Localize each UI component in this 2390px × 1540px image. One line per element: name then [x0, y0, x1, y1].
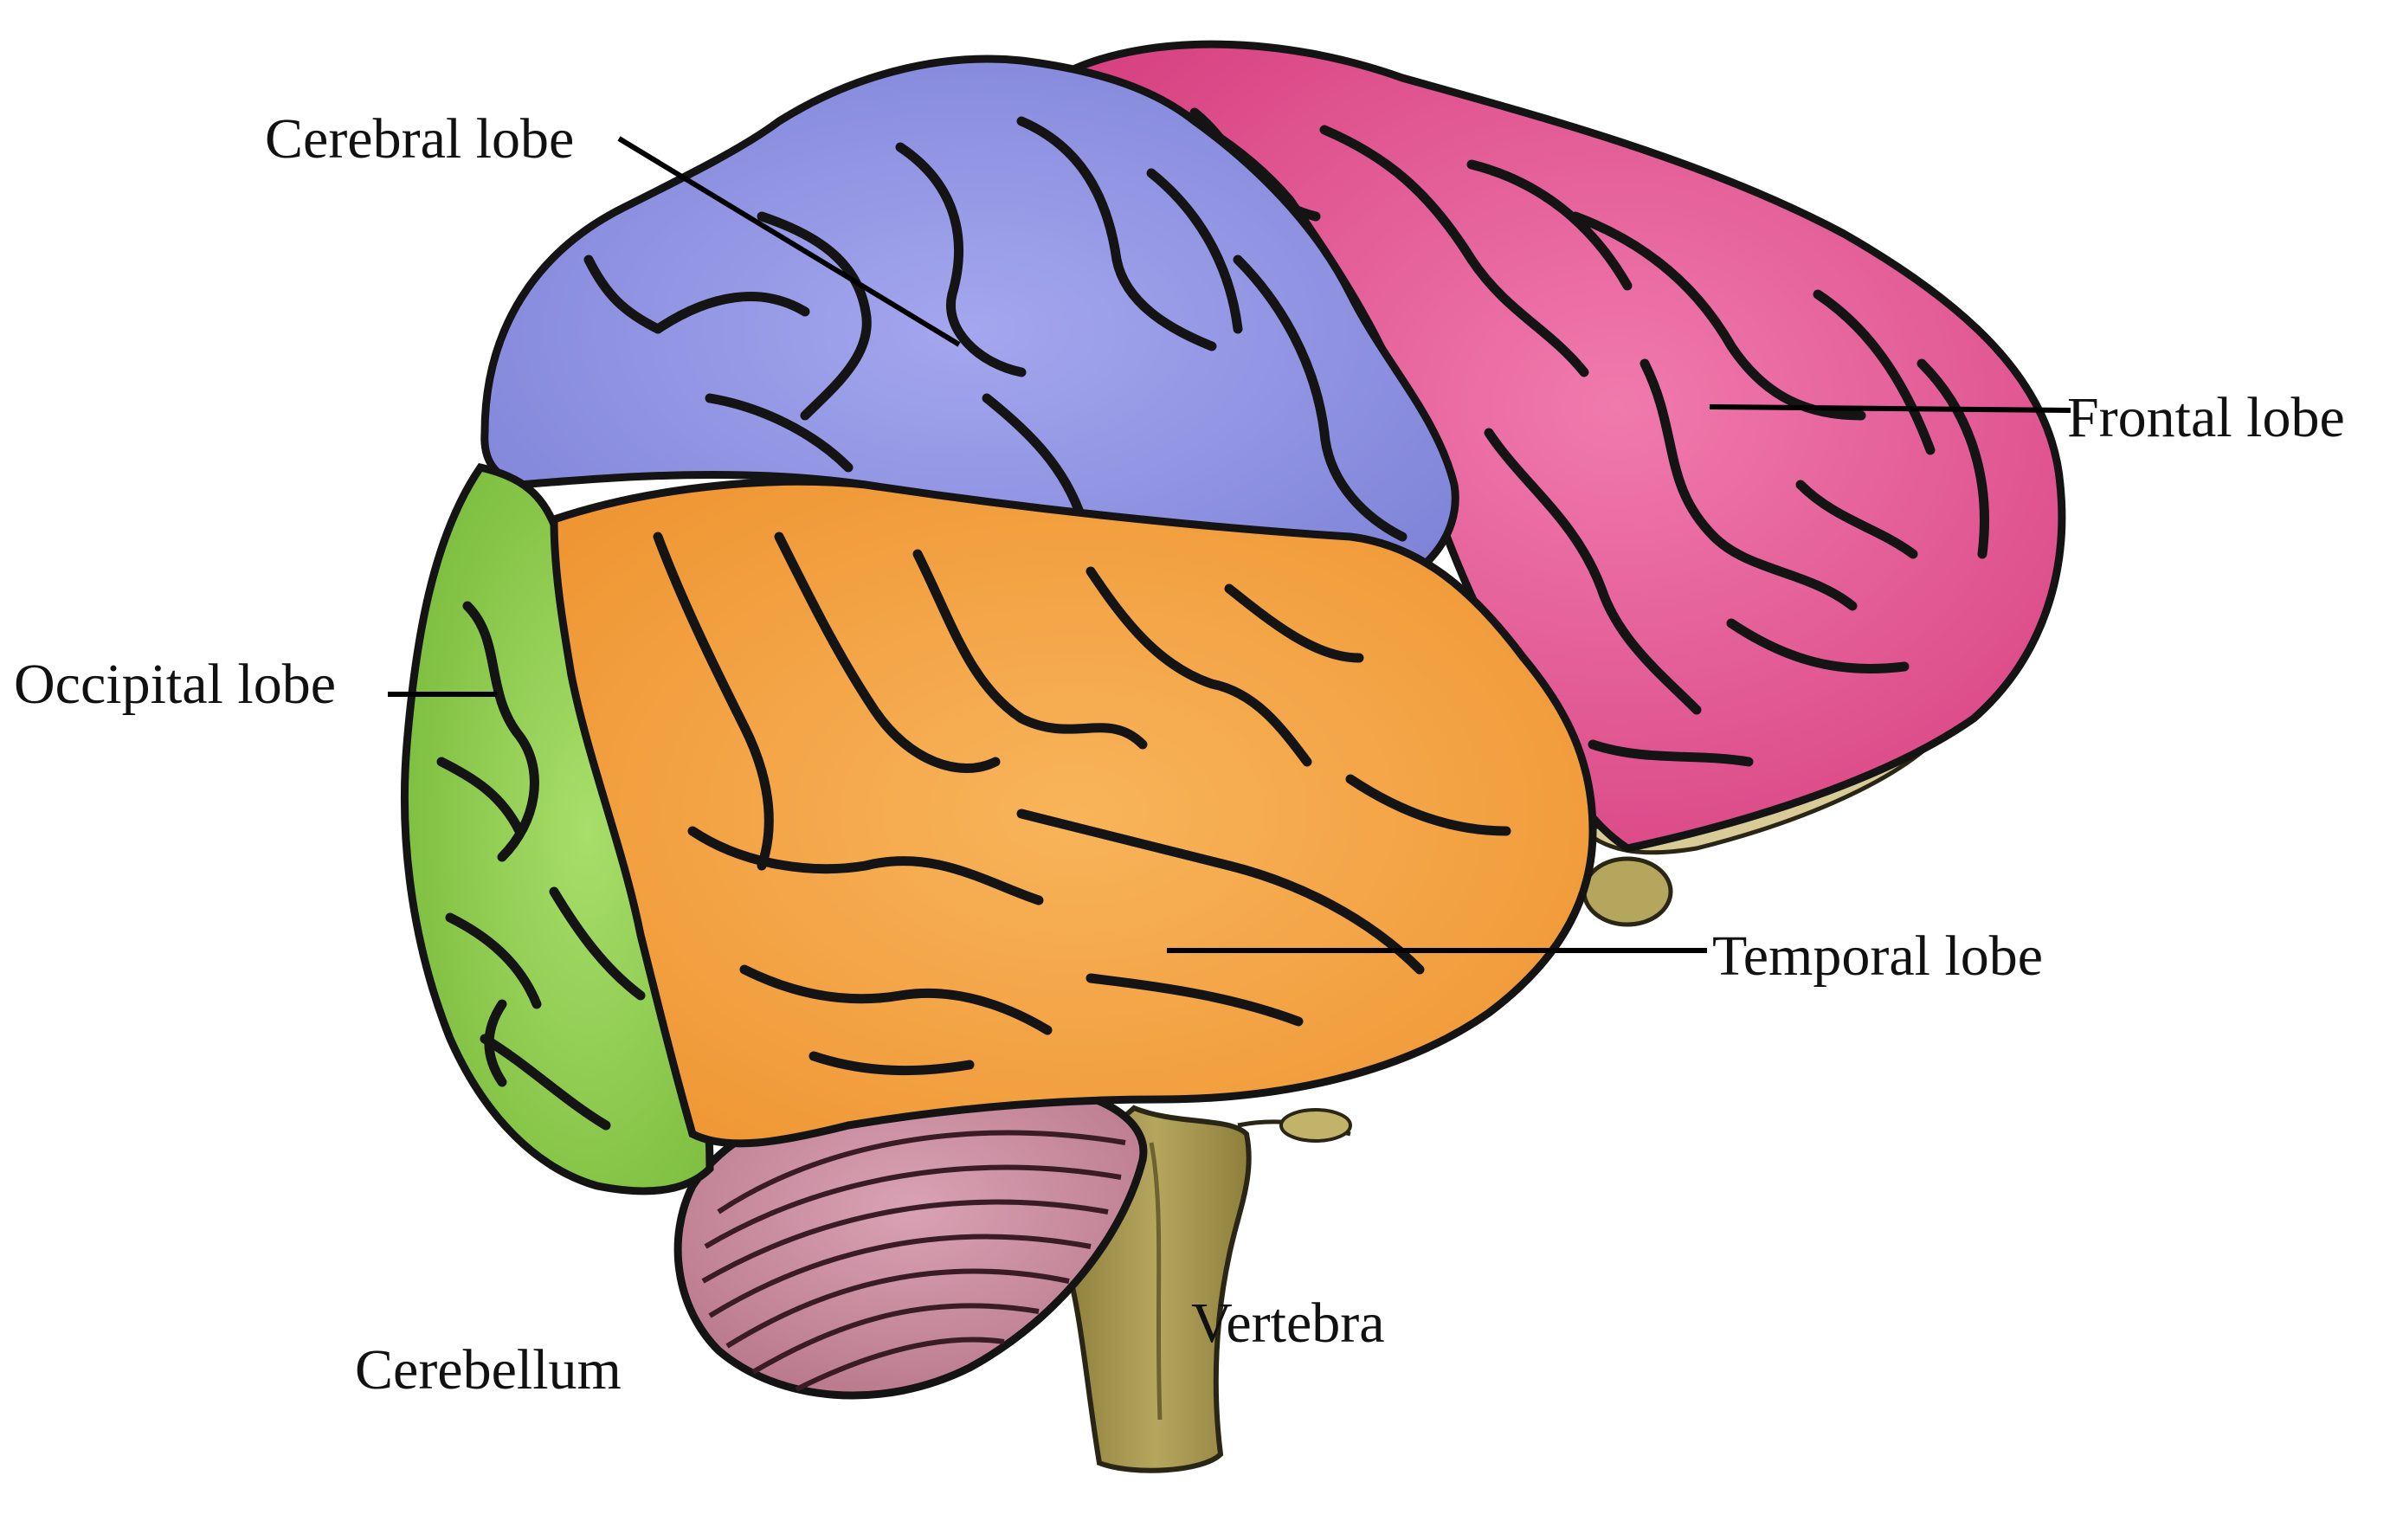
- label-cerebellum: Cerebellum: [355, 1338, 622, 1401]
- label-cerebral-lobe: Cerebral lobe: [265, 107, 575, 171]
- leader-frontal: [1709, 404, 2071, 413]
- leader-cerebral: [617, 136, 961, 347]
- occipital-lobe-shape: [400, 462, 714, 1195]
- cerebellum-shape: [673, 1078, 1148, 1400]
- label-temporal-lobe: Temporal lobe: [1712, 925, 2044, 988]
- temporal-lobe-shape: [550, 477, 1597, 1148]
- leader-lines: [388, 136, 2071, 953]
- label-occipital-lobe: Occipital lobe: [14, 653, 337, 716]
- label-vertebra: Vertebra: [1191, 1292, 1385, 1355]
- label-frontal-lobe: Frontal lobe: [2067, 386, 2345, 449]
